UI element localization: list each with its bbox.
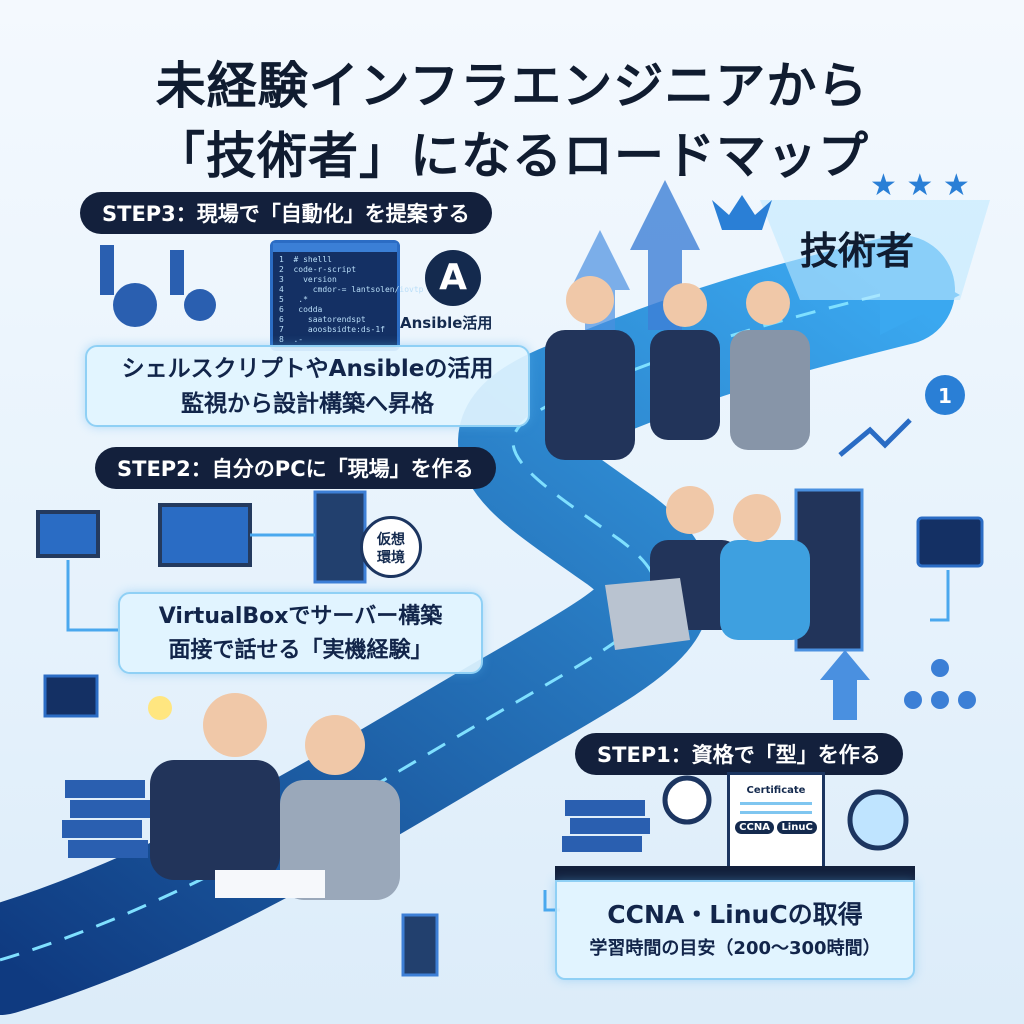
secure-terminal-icon: [916, 516, 984, 568]
robot-arm-gear-icon: [100, 245, 216, 327]
crown-icon: [712, 195, 772, 230]
lightbulb-icon: [148, 696, 172, 720]
step3-line2: 監視から設計構築へ昇格: [181, 391, 434, 417]
shell-script-window: 1 # shelll 2 code-r-script 3 version 4 c…: [270, 240, 424, 351]
people-pair-step1: [150, 693, 400, 900]
ansible-caption: Ansible活用: [400, 314, 493, 332]
step2-line2: 面接で話せる「実機経験」: [168, 638, 433, 663]
server-icon: [313, 490, 367, 584]
step3-description: シェルスクリプトやAnsibleの活用 監視から設計構築へ昇格: [85, 345, 530, 427]
upward-arrow: [630, 180, 700, 330]
small-server-icon: [401, 913, 439, 977]
page-title-line1: 未経験インフラエンジニアから: [155, 57, 869, 115]
medal-number: 1: [938, 384, 952, 408]
certificate: Certificate CCNA LinuC: [727, 772, 825, 872]
step3-label: STEP3：現場で「自動化」を提案する: [80, 192, 492, 234]
books-icon: [562, 800, 650, 852]
laptop-small-icon: [36, 510, 100, 558]
connector-lines: [66, 533, 950, 912]
stopwatch-icon: [847, 789, 909, 851]
step1-line2: 学習時間の目安（200〜300時間）: [589, 938, 881, 959]
medal-icon: [925, 375, 965, 415]
step2-label: STEP2：自分のPCに「現場」を作る: [95, 447, 496, 489]
step1-description: CCNA・LinuCの取得 学習時間の目安（200〜300時間）: [555, 880, 915, 980]
step3-line1: シェルスクリプトやAnsibleの活用: [121, 356, 494, 382]
terminal-icon: [43, 674, 99, 718]
clock-icon: [662, 775, 712, 825]
step1-label: STEP1：資格で「型」を作る: [575, 733, 903, 775]
ansible-logo-icon: A: [425, 250, 481, 306]
virtual-environment-badge: 仮想環境: [360, 516, 422, 578]
shell-window-title-bar: [273, 243, 397, 252]
star-icon: ★ ★ ★: [870, 168, 970, 203]
goal-label: 技術者: [800, 229, 915, 273]
laptop-icon: [158, 503, 252, 567]
step2-description: VirtualBoxでサーバー構築 面接で話せる「実機経験」: [118, 592, 483, 674]
upward-arrow: [820, 650, 870, 720]
code-lines: 1 # shelll 2 code-r-script 3 version 4 c…: [279, 255, 424, 344]
trend-arrow-icon: [838, 418, 912, 457]
cert-badge-ccna: CCNA: [735, 821, 774, 834]
people-pair-step2: [605, 486, 810, 650]
page-title-line2: 「技術者」になるロードマップ: [155, 127, 869, 185]
books-icon: [62, 780, 150, 858]
step2-line1: VirtualBoxでサーバー構築: [158, 604, 443, 629]
certificate-heading: Certificate: [746, 785, 806, 796]
people-team-step3: [545, 276, 810, 460]
cert-badge-linuc: LinuC: [777, 821, 817, 834]
step1-header-bar: [555, 866, 915, 880]
network-icon: [904, 659, 976, 709]
step1-line1: CCNA・LinuCの取得: [607, 900, 863, 929]
spotlight: [760, 200, 990, 300]
